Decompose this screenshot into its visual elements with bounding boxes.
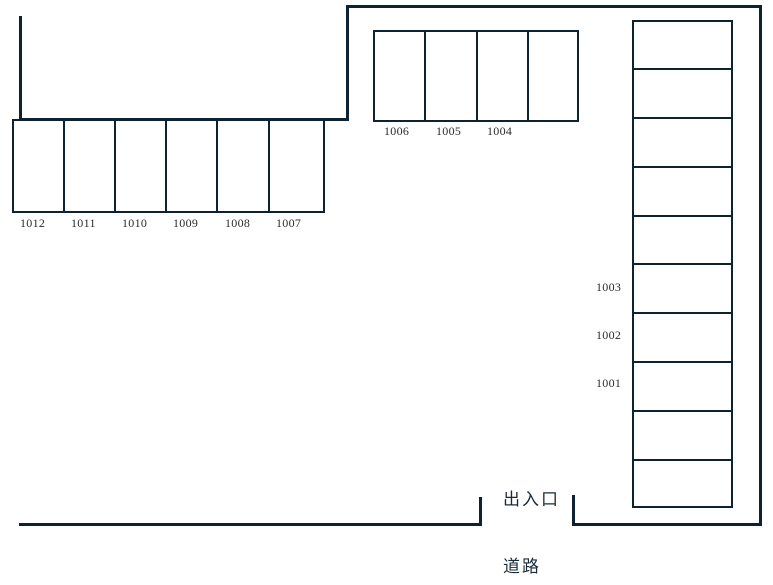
entrance-label: 出入口 [503, 490, 560, 510]
parking-slot-label-1012: 1012 [20, 216, 46, 230]
right-column-divider-1 [634, 68, 731, 70]
right-column-divider-2 [634, 117, 731, 119]
left-row-divider-1 [63, 121, 65, 211]
parking-slot-label-1006: 1006 [384, 124, 410, 138]
right-column-divider-5 [634, 263, 731, 265]
right-column-divider-3 [634, 166, 731, 168]
right-column-divider-8 [634, 410, 731, 412]
left-row-divider-3 [165, 121, 167, 211]
boundary-bottom-left-riser [479, 497, 482, 526]
road-label: 道路 [503, 557, 541, 577]
parking-slot-label-1004: 1004 [487, 124, 513, 138]
top-row-divider-1 [424, 32, 426, 120]
boundary-bottom-right-segment [572, 523, 762, 526]
parking-slot-label-1002: 1002 [596, 328, 622, 342]
boundary-step-riser [346, 5, 349, 121]
boundary-right-wall [759, 5, 762, 526]
parking-block-top-row [373, 30, 579, 122]
parking-block-left-row [12, 119, 325, 213]
boundary-left-wall [19, 16, 22, 120]
left-row-divider-4 [216, 121, 218, 211]
parking-slot-label-1009: 1009 [173, 216, 199, 230]
left-row-divider-5 [268, 121, 270, 211]
parking-block-right-column [632, 20, 733, 508]
boundary-bottom-left-segment [19, 523, 482, 526]
top-row-divider-2 [476, 32, 478, 120]
parking-slot-label-1007: 1007 [276, 216, 302, 230]
right-column-divider-7 [634, 361, 731, 363]
parking-slot-label-1008: 1008 [225, 216, 251, 230]
boundary-top-wall [346, 5, 762, 8]
parking-slot-label-1003: 1003 [596, 280, 622, 294]
boundary-bottom-right-riser [572, 495, 575, 526]
right-column-divider-4 [634, 215, 731, 217]
parking-slot-label-1005: 1005 [436, 124, 462, 138]
parking-slot-label-1001: 1001 [596, 376, 622, 390]
right-column-divider-6 [634, 312, 731, 314]
parking-slot-label-1011: 1011 [71, 216, 96, 230]
left-row-divider-2 [114, 121, 116, 211]
top-row-divider-3 [527, 32, 529, 120]
right-column-divider-9 [634, 459, 731, 461]
parking-slot-label-1010: 1010 [122, 216, 148, 230]
